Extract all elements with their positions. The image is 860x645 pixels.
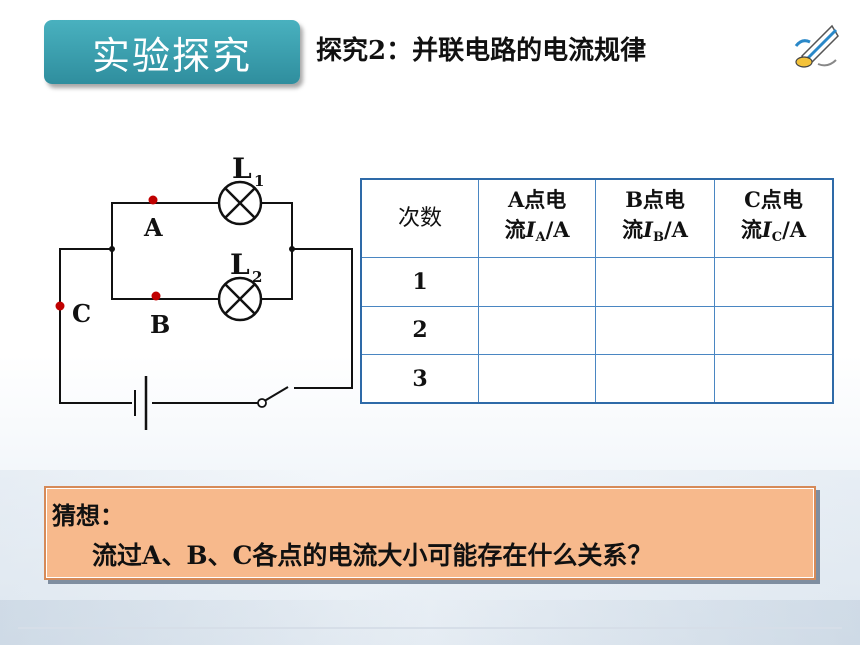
col-header-b-unit: /A — [663, 216, 688, 242]
col-header-b-line1: B点电 — [625, 186, 685, 212]
point-c-label: C — [72, 299, 91, 328]
col-header-b: B点电 流IB/A — [595, 178, 715, 259]
point-b-dot — [151, 291, 161, 301]
hypothesis-heading: 猜想： — [52, 501, 124, 530]
col-header-a-unit: /A — [545, 216, 570, 242]
col-header-count: 次数 — [360, 178, 479, 259]
cell-ic[interactable] — [713, 354, 834, 404]
footer-line — [18, 627, 842, 629]
cell-ia[interactable] — [477, 354, 597, 404]
cell-ic[interactable] — [713, 257, 834, 307]
row-number: 1 — [360, 257, 479, 307]
table-row: 3 — [360, 354, 834, 404]
cell-ia[interactable] — [477, 305, 597, 356]
point-c-dot — [55, 301, 65, 311]
lamp1-subscript: 1 — [254, 172, 264, 190]
switch-contact — [257, 398, 267, 408]
col-header-a: A点电 流IA/A — [477, 178, 597, 259]
col-header-a-pre: 流 — [504, 216, 526, 242]
table-header-row: 次数 A点电 流IA/A B点电 流IB/A C点电 流IC/A — [360, 178, 834, 259]
col-header-a-sub: A — [535, 229, 546, 245]
lamp1-label: L — [232, 152, 252, 185]
hypothesis-box: 猜想： 流过A、B、C各点的电流大小可能存在什么关系？ — [44, 486, 816, 580]
col-header-c-var: I — [761, 216, 772, 242]
col-header-a-line1: A点电 — [507, 186, 567, 212]
lamp-l2 — [217, 276, 263, 322]
data-table: 次数 A点电 流IA/A B点电 流IB/A C点电 流IC/A 1 2 — [360, 178, 834, 404]
col-header-c-sub: C — [771, 229, 783, 245]
col-header-b-sub: B — [652, 229, 664, 245]
circuit-diagram: L 1 L 2 A B C — [55, 152, 353, 430]
point-a-dot — [148, 195, 158, 205]
col-header-a-var: I — [525, 216, 536, 242]
lamp2-subscript: 2 — [252, 268, 262, 286]
row-number: 3 — [360, 354, 479, 404]
page-title: 探究2：并联电路的电流规律 — [316, 36, 647, 66]
col-header-c-unit: /A — [782, 216, 807, 242]
corner-logo-icon — [794, 24, 839, 68]
point-a-label: A — [143, 213, 163, 242]
cell-ib[interactable] — [595, 305, 715, 356]
lamp2-label: L — [230, 248, 250, 281]
cell-ia[interactable] — [477, 257, 597, 307]
row-number: 2 — [360, 305, 479, 356]
cell-ib[interactable] — [595, 354, 715, 404]
col-header-c-pre: 流 — [740, 216, 762, 242]
col-header-c-line1: C点电 — [744, 186, 803, 212]
col-header-b-pre: 流 — [622, 216, 644, 242]
cell-ib[interactable] — [595, 257, 715, 307]
background-band-bottom — [0, 600, 860, 645]
cell-ic[interactable] — [713, 305, 834, 356]
col-header-b-var: I — [643, 216, 653, 242]
col-header-c: C点电 流IC/A — [713, 178, 834, 259]
section-badge: 实验探究 — [44, 20, 300, 84]
point-b-label: B — [150, 310, 170, 339]
table-row: 1 — [360, 257, 834, 307]
lamp-l1 — [217, 180, 263, 226]
hypothesis-question: 流过A、B、C各点的电流大小可能存在什么关系？ — [92, 541, 653, 570]
table-row: 2 — [360, 305, 834, 356]
